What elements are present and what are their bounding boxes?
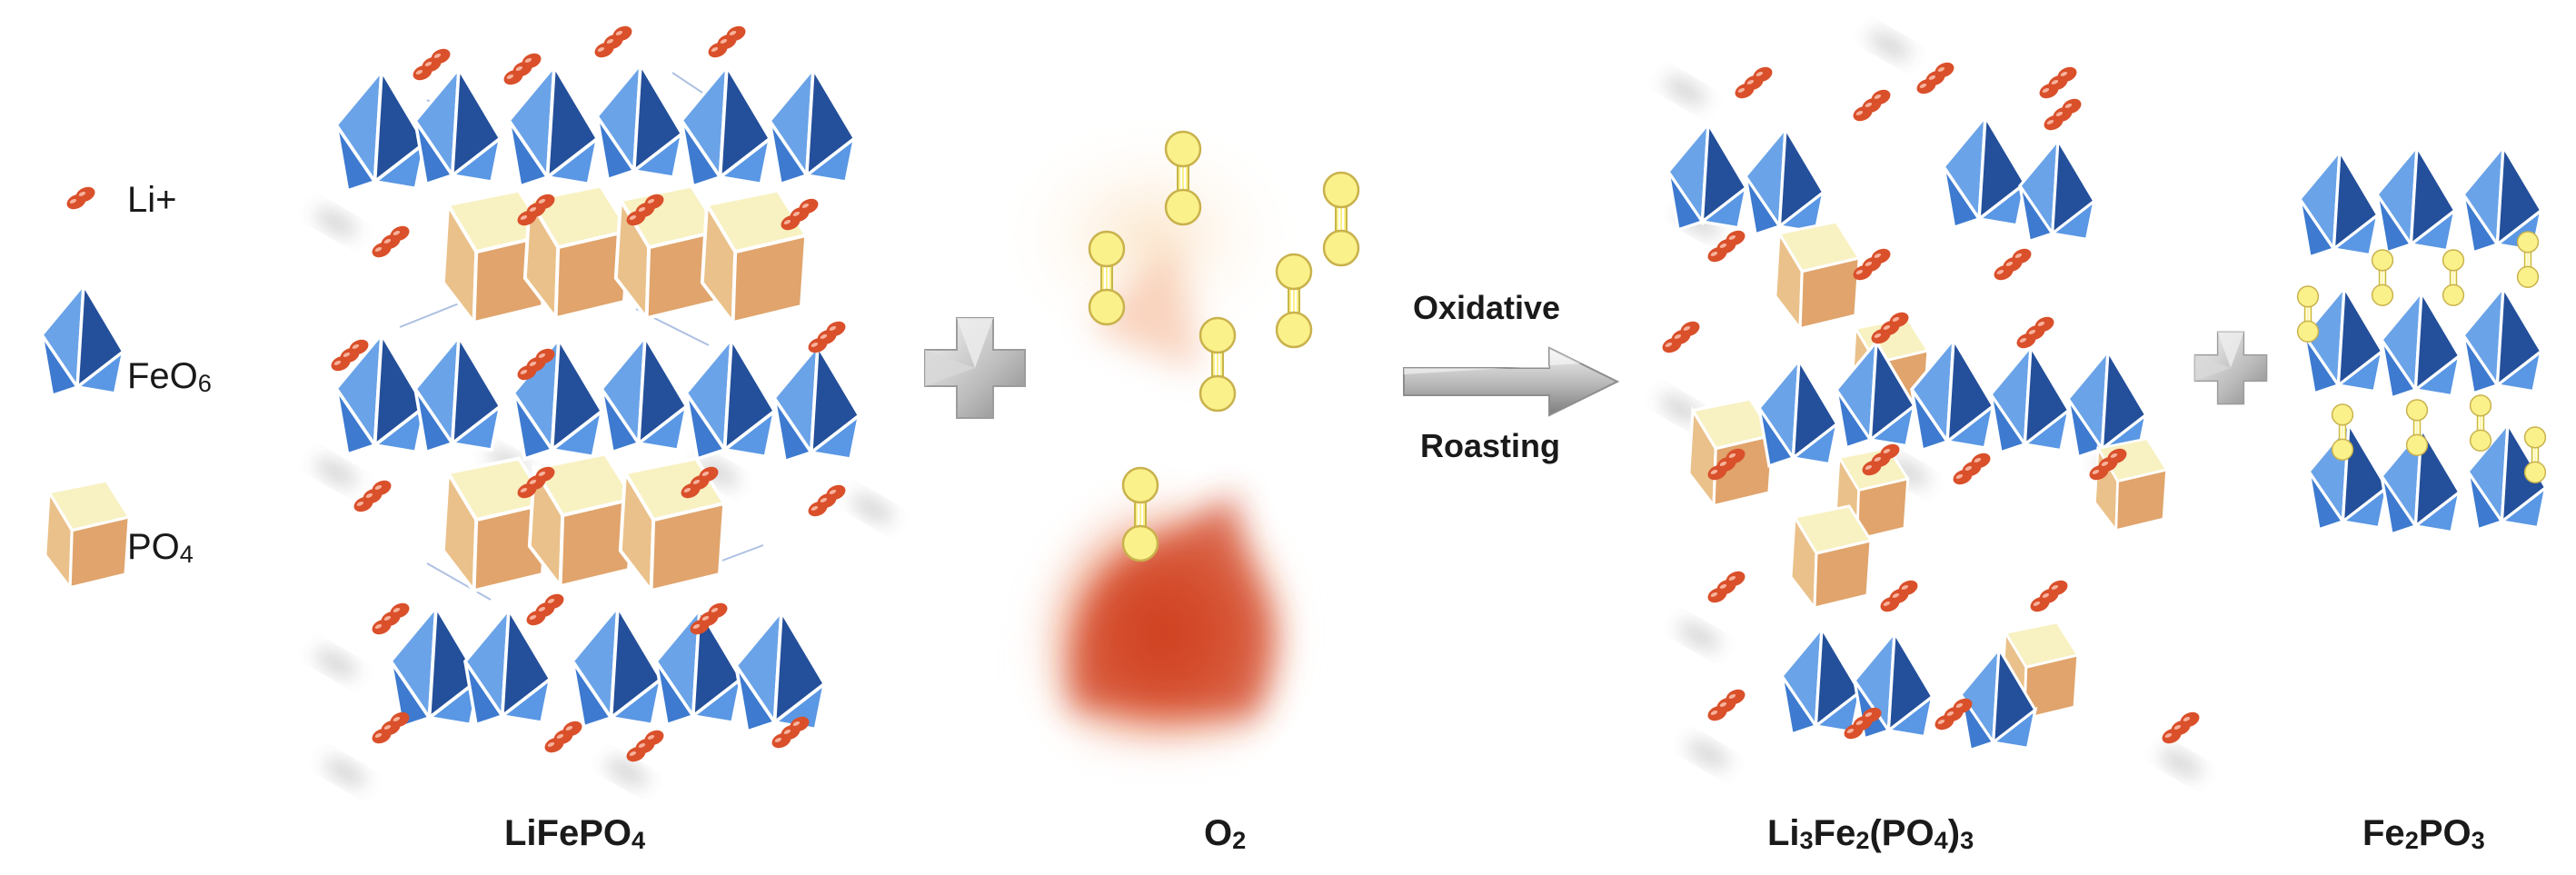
lifepo4-structure [312,24,897,791]
legend-label-po4: PO4 [127,527,194,569]
caption-fe2po3: Fe2PO3 [2362,813,2485,855]
caption-fe2po3-p3: 3 [2471,826,2485,855]
legend [40,184,131,590]
caption-lifepo4: LiFePO4 [504,813,645,855]
caption-fe2po3-p1: 2 [2404,826,2419,855]
po4-tetrahedron-icon [44,479,131,590]
flame-icon [1029,236,1296,745]
legend-label-po4-text: PO4 [127,527,194,569]
arrow-label-oxidative: Oxidative [1413,289,1561,326]
caption-li3fe2po43-p3: 2 [1855,826,1870,855]
fe2po3-structure [2296,144,2548,536]
caption-li3fe2po43-p0: Li [1767,813,1800,853]
o2-flame-group [995,118,1360,745]
li-ion-icon [64,184,98,213]
caption-fe2po3-p2: PO [2418,813,2472,853]
caption-li3fe2po43-p6: ) [1947,813,1961,853]
legend-label-li: Li+ [127,180,177,220]
caption-li3fe2po43-p5: 4 [1934,826,1948,855]
feo6-octahedron-icon [40,283,125,397]
caption-li3fe2po43-p7: 3 [1960,826,1974,855]
caption-li3fe2po43-p2: Fe [1813,813,1856,853]
legend-label-feo6-text: FeO6 [127,356,212,398]
caption-li3fe2po43: Li3Fe2(PO4)3 [1767,813,1974,855]
caption-o2-main: O [1204,813,1233,853]
caption-li3fe2po43-p4: (PO [1869,813,1934,853]
caption-lifepo4-sub: 4 [632,826,646,855]
plus-icon [924,317,1026,419]
caption-fe2po3-p0: Fe [2362,813,2405,853]
plus-icon [2193,331,2268,405]
arrow-label-roasting: Roasting [1420,427,1561,464]
reaction-arrow-icon [1403,346,1620,417]
caption-o2: O2 [1204,813,1246,855]
caption-lifepo4-main: LiFePO [504,813,632,853]
legend-label-feo6: FeO6 [127,356,212,398]
caption-li3fe2po43-p1: 3 [1799,826,1814,855]
caption-o2-sub: 2 [1232,826,1247,855]
li3fe2po43-structure [1656,26,2205,782]
